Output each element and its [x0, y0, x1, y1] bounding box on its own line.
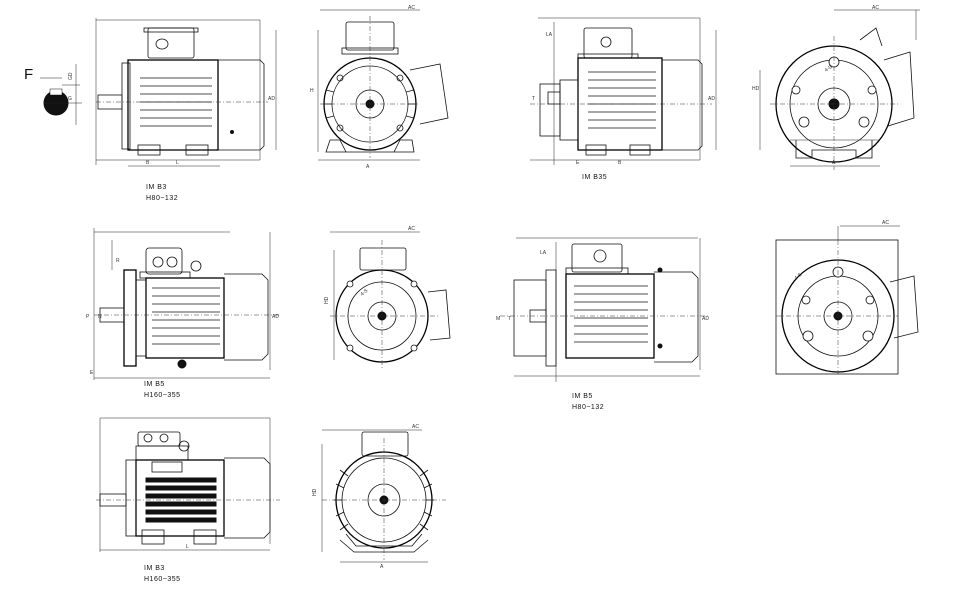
end-view-b3-small: AC A H — [310, 5, 449, 170]
label-f: F — [24, 66, 33, 83]
dim-p: P — [86, 314, 90, 320]
dim-ac-flange: AC — [872, 5, 879, 11]
end-fins-large — [334, 469, 434, 531]
caption-r1-b3-mount: IM B3 — [146, 184, 167, 191]
side-view-b5-large: R P N AD E IM B5 H160~355 — [86, 228, 280, 399]
dim-e-b5: E — [90, 370, 94, 376]
dim-ac-b5-small: AC — [882, 220, 889, 226]
dim-ad-b5: AD — [272, 314, 279, 320]
caption-r1-b35-mount: IM B35 — [582, 174, 607, 181]
dim-ac-b3-large: AC — [412, 424, 419, 430]
dim-b: B — [146, 160, 150, 166]
label-g: G — [68, 96, 72, 102]
dim-l-b3-large: L — [186, 544, 189, 550]
dim-la: LA — [546, 32, 553, 38]
caption-r2-b5b-mount: IM B5 — [572, 393, 593, 400]
dim-a: A — [366, 164, 370, 170]
side-view-b3-large: L IM B3 H160~355 — [96, 417, 280, 583]
cooling-fins-b5 — [152, 287, 220, 345]
caption-r2-b5b-size: H80~132 — [572, 404, 604, 411]
caption-r3-b3-mount: IM B3 — [144, 565, 165, 572]
cooling-fins-b35 — [588, 71, 656, 129]
cooling-fins-b5-small — [574, 285, 648, 343]
dim-ad-b5-small: AD — [702, 316, 709, 322]
caption-r3-b3-size: H160~355 — [144, 576, 181, 583]
caption-r2-b5-size: H160~355 — [144, 392, 181, 399]
side-view-b5-small: AD LA M T IM B5 H80~132 — [496, 237, 710, 411]
dim-a-b3-large: A — [380, 564, 384, 570]
dim-ac-b5: AC — [408, 226, 415, 232]
cooling-fins — [140, 77, 212, 127]
dim-hd-b5: HD — [324, 296, 330, 304]
label-gd: GD — [68, 72, 74, 80]
dim-ad: AD — [268, 96, 275, 102]
side-view-b35: AD E B LA T IM B35 — [530, 17, 717, 181]
caption-r1-b3-size: H80~132 — [146, 195, 178, 202]
dim-m: M — [496, 316, 500, 322]
flange-end-view-b35: AC 4-S A HD — [752, 5, 920, 170]
dim-b-b35: B — [618, 160, 622, 166]
label-four-s-b5-small: 4-S — [793, 272, 803, 282]
dim-l: L — [176, 160, 179, 166]
label-four-s-b5: 4-S — [359, 288, 369, 298]
dim-a-flange: A — [832, 160, 836, 166]
dim-h: H — [310, 88, 314, 94]
caption-r2-b5-mount: IM B5 — [144, 381, 165, 388]
label-four-s: 4-S — [824, 64, 834, 74]
dim-t: T — [532, 96, 535, 102]
dim-hd-b3-large: HD — [312, 488, 318, 496]
dim-ad-b35: AD — [708, 96, 715, 102]
dim-n: N — [98, 314, 102, 320]
dim-t-b5: T — [508, 316, 511, 322]
dim-r: R — [116, 258, 120, 264]
flange-end-view-b5-small: AC 4-S — [775, 220, 919, 375]
shaft-key-section: F G GD — [24, 64, 82, 125]
side-view-b3-small: AD L B IM B3 H80~132 — [95, 18, 277, 202]
flange-end-view-b5-large: AC 4-S HD — [324, 226, 451, 370]
dim-la-b5: LA — [540, 250, 547, 256]
cooling-fins-b3-large — [145, 477, 217, 523]
end-view-b3-large: AC HD A — [312, 424, 446, 570]
dim-ac-top: AC — [408, 5, 415, 11]
dim-e: E — [576, 160, 580, 166]
dim-hd: HD — [752, 86, 760, 92]
